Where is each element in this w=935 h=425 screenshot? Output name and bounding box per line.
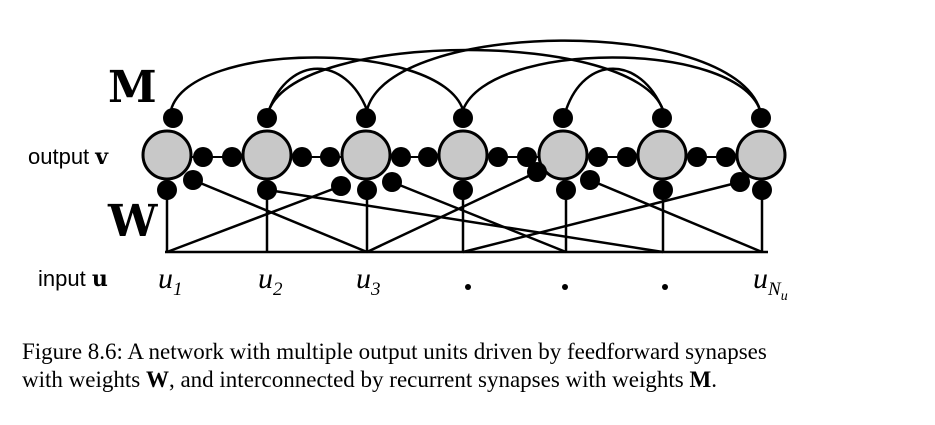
- synapse-dot: [356, 108, 376, 128]
- synapse-dot: [418, 147, 438, 167]
- input-label-symbol: u: [91, 266, 108, 292]
- output-neurons: [141, 129, 787, 181]
- feedforward-lines: [165, 170, 768, 254]
- ff-line: [462, 180, 741, 254]
- figure-caption: Figure 8.6: A network with multiple outp…: [22, 338, 922, 394]
- synapse-dot: [163, 108, 183, 128]
- synapse-dot: [453, 180, 473, 200]
- input-label-uN: uNu: [753, 262, 788, 305]
- synapse-dot: [157, 180, 177, 200]
- feedforward-weights-label: W: [108, 196, 158, 247]
- caption-W: W: [145, 367, 169, 392]
- synapse-dot: [222, 147, 242, 167]
- synapse-dot: [527, 162, 547, 182]
- recurrent-arc: [267, 67, 369, 111]
- output-label: output v: [28, 144, 108, 170]
- recurrent-arc: [564, 67, 665, 111]
- uN-sub: N: [768, 279, 781, 300]
- recurrent-arc: [461, 56, 762, 111]
- synapse-dot: [687, 147, 707, 167]
- ff-line: [589, 178, 763, 254]
- ff-line: [391, 180, 567, 254]
- synapse-dot: [382, 172, 402, 192]
- synapse-dot: [193, 147, 213, 167]
- synapses: [157, 108, 772, 200]
- caption-part4: .: [711, 367, 717, 392]
- synapse-dot: [588, 147, 608, 167]
- caption-line1: Figure 8.6: A network with multiple outp…: [22, 339, 767, 364]
- recurrent-arc: [267, 48, 665, 111]
- synapse-dot: [751, 108, 771, 128]
- synapse-dot: [716, 147, 736, 167]
- output-neuron: [735, 129, 787, 181]
- synapse-dot: [517, 147, 537, 167]
- output-label-symbol: v: [95, 144, 109, 170]
- output-neuron: [241, 129, 293, 181]
- ff-line: [366, 170, 538, 254]
- ellipsis-dot: [465, 284, 471, 290]
- synapse-dot: [617, 147, 637, 167]
- output-neuron: [636, 129, 688, 181]
- input-label-u2: u2: [258, 262, 283, 301]
- synapse-dot: [752, 180, 772, 200]
- input-label-u1: u1: [158, 262, 183, 301]
- u2-base: u: [258, 262, 273, 295]
- synapse-dot: [391, 147, 411, 167]
- caption-M: M: [689, 367, 712, 392]
- u1-sub: 1: [173, 279, 183, 300]
- output-neuron: [537, 129, 589, 181]
- ellipsis-dot: [662, 284, 668, 290]
- output-label-text: output: [28, 144, 90, 169]
- ellipsis-dot: [562, 284, 568, 290]
- output-neuron: [437, 129, 489, 181]
- synapse-dot: [257, 180, 277, 200]
- synapse-dot: [556, 180, 576, 200]
- synapse-dot: [580, 170, 600, 190]
- input-label-u3: u3: [356, 262, 381, 301]
- synapse-dot: [331, 176, 351, 196]
- synapse-dot: [257, 108, 277, 128]
- input-label: input u: [38, 266, 108, 292]
- synapse-dot: [453, 108, 473, 128]
- synapse-dot: [292, 147, 312, 167]
- caption-part3: , and interconnected by recurrent synaps…: [168, 367, 690, 392]
- output-neuron: [340, 129, 392, 181]
- synapse-dot: [488, 147, 508, 167]
- synapse-dot: [653, 180, 673, 200]
- caption-part2: with weights: [22, 367, 146, 392]
- uN-subsub: u: [780, 288, 788, 304]
- ff-line: [192, 178, 368, 254]
- recurrent-arcs: [169, 39, 762, 111]
- output-neuron: [141, 129, 193, 181]
- ff-line: [166, 184, 342, 254]
- synapse-dot: [553, 108, 573, 128]
- u2-sub: 2: [273, 279, 283, 300]
- u3-base: u: [356, 262, 371, 295]
- synapse-dot: [320, 147, 340, 167]
- synapse-dot: [357, 180, 377, 200]
- u1-base: u: [158, 262, 173, 295]
- recurrent-arc: [169, 56, 465, 111]
- uN-base: u: [753, 262, 768, 295]
- synapse-dot: [730, 172, 750, 192]
- ff-line: [267, 188, 664, 254]
- u3-sub: 3: [371, 279, 381, 300]
- synapse-dot: [652, 108, 672, 128]
- input-label-text: input: [38, 266, 86, 291]
- recurrent-arc: [365, 39, 762, 111]
- synapse-dot: [183, 170, 203, 190]
- recurrent-weights-label: M: [108, 62, 157, 113]
